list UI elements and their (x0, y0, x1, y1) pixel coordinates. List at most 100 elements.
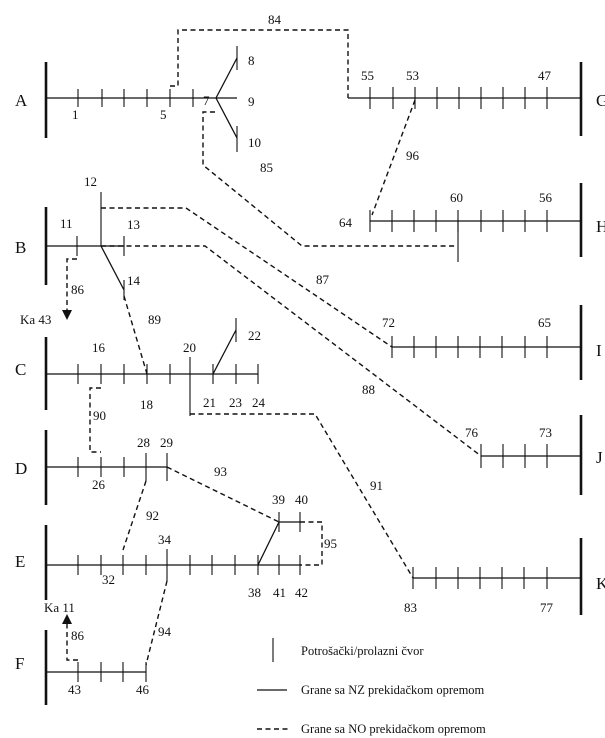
feeder-f: 43 46 (46, 662, 150, 697)
node-34: 34 (158, 532, 172, 547)
node-32: 32 (102, 572, 115, 587)
node-24: 24 (252, 395, 266, 410)
bus-label-e: E (15, 552, 25, 571)
bus-label-j: J (596, 448, 603, 467)
branch-91-label: 91 (370, 478, 383, 493)
node-73: 73 (539, 425, 552, 440)
arrow-down-icon (62, 310, 72, 320)
feeder-c: 16 18 20 21 22 23 24 (46, 318, 266, 416)
node-29: 29 (160, 435, 173, 450)
node-56: 56 (539, 190, 553, 205)
bus-label-i: I (596, 341, 602, 360)
node-26: 26 (92, 477, 106, 492)
node-83: 83 (404, 600, 417, 615)
feeder-e: 32 34 38 39 40 41 42 (46, 492, 308, 600)
branch-94-label: 94 (158, 624, 172, 639)
feeder-b: 11 12 13 14 (46, 174, 141, 300)
legend-node-text: Potrošački/prolazni čvor (301, 644, 424, 658)
node-11: 11 (60, 216, 73, 231)
branch-95 (300, 521, 323, 566)
bus-label-k: K (596, 574, 605, 593)
node-20: 20 (183, 340, 196, 355)
bus-label-g: G (596, 91, 605, 110)
branch-92 (122, 480, 147, 551)
branch-87 (101, 207, 393, 348)
bus-label-b: B (15, 238, 26, 257)
branch-86-upper (66, 258, 77, 312)
branch-94 (145, 580, 168, 666)
node-12: 12 (84, 174, 97, 189)
branch-89 (123, 295, 148, 375)
node-9: 9 (248, 94, 255, 109)
node-22: 22 (248, 328, 261, 343)
branch-88 (101, 245, 482, 457)
node-16: 16 (92, 340, 106, 355)
node-40: 40 (295, 492, 308, 507)
branch-88-label: 88 (362, 382, 375, 397)
bus-label-d: D (15, 459, 27, 478)
branch-93 (166, 466, 280, 523)
branch-95-label: 95 (324, 536, 337, 551)
branch-86-upper-label: 86 (71, 282, 85, 297)
branch-86-lower (66, 622, 78, 661)
node-7: 7 (203, 93, 210, 108)
feeder-a: 1 5 7 8 9 10 (46, 46, 261, 152)
branch-85 (202, 111, 458, 247)
branch-89-label: 89 (148, 312, 161, 327)
node-28: 28 (137, 435, 150, 450)
branch-84-label: 84 (268, 12, 282, 27)
node-38: 38 (248, 585, 261, 600)
branch-96-label: 96 (406, 148, 420, 163)
node-46: 46 (136, 682, 150, 697)
no-branches: 84 85 96 87 88 89 86 Ka 43 90 91 92 93 (20, 12, 482, 666)
ka-11-label: Ka 11 (44, 600, 75, 615)
feeder-j: 76 73 (465, 425, 581, 468)
node-65: 65 (538, 315, 551, 330)
node-1: 1 (72, 107, 79, 122)
branch-90 (89, 387, 101, 453)
bus-label-a: A (15, 91, 28, 110)
node-77: 77 (540, 600, 554, 615)
node-53: 53 (406, 68, 419, 83)
branch-93-label: 93 (214, 464, 227, 479)
node-60: 60 (450, 190, 463, 205)
node-5: 5 (160, 107, 167, 122)
branch-84 (170, 29, 349, 98)
arrow-up-icon (62, 614, 72, 624)
legend-nz-text: Grane sa NZ prekidačkom opremom (301, 683, 485, 697)
node-10: 10 (248, 135, 261, 150)
branch-96 (371, 99, 416, 216)
node-76: 76 (465, 425, 479, 440)
branch-87-label: 87 (316, 272, 330, 287)
bus-label-c: C (15, 360, 26, 379)
node-72: 72 (382, 315, 395, 330)
ka-43-label: Ka 43 (20, 312, 51, 327)
node-55: 55 (361, 68, 374, 83)
node-14: 14 (127, 273, 141, 288)
branch-92-label: 92 (146, 508, 159, 523)
node-23: 23 (229, 395, 242, 410)
feeder-d: 26 28 29 (46, 435, 173, 492)
node-39: 39 (272, 492, 285, 507)
node-47: 47 (538, 68, 552, 83)
feeder-i: 72 65 (382, 315, 581, 358)
node-43: 43 (68, 682, 81, 697)
node-41: 41 (273, 585, 286, 600)
legend-no-text: Grane sa NO prekidačkom opremom (301, 722, 486, 736)
feeder-h: 64 60 56 (339, 190, 581, 262)
node-21: 21 (203, 395, 216, 410)
bus-label-f: F (15, 654, 24, 673)
node-8: 8 (248, 53, 255, 68)
bus-label-h: H (596, 217, 605, 236)
node-13: 13 (127, 217, 140, 232)
feeder-g: 55 53 47 (348, 68, 581, 109)
node-64: 64 (339, 215, 353, 230)
branch-90-label: 90 (93, 408, 106, 423)
node-18: 18 (140, 397, 153, 412)
legend: Potrošački/prolazni čvor Grane sa NZ pre… (257, 638, 486, 736)
branch-85-label: 85 (260, 160, 273, 175)
feeder-k: 83 77 (404, 567, 581, 615)
branch-86-lower-label: 86 (71, 628, 85, 643)
node-42: 42 (295, 585, 308, 600)
